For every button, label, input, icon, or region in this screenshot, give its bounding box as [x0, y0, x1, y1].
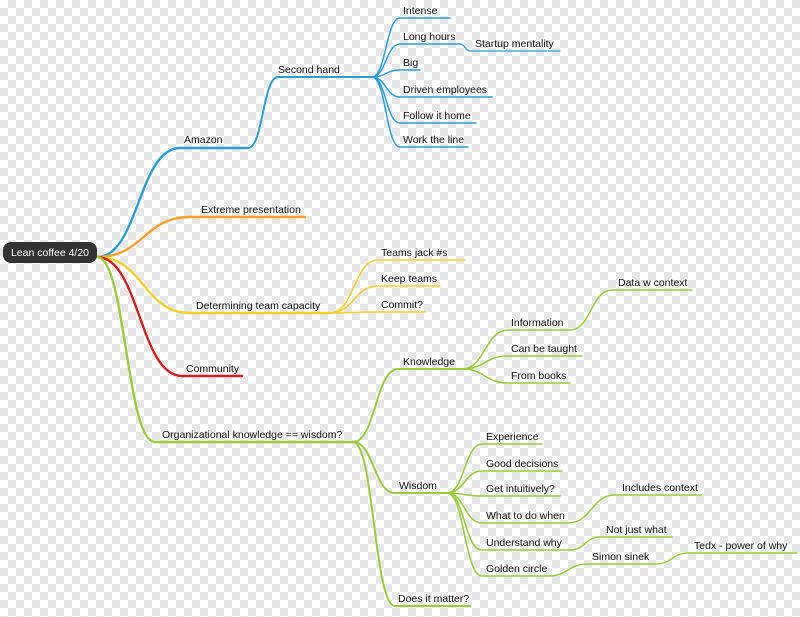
node-understand-why[interactable]: Understand why: [486, 537, 563, 549]
node-keep-teams[interactable]: Keep teams: [381, 273, 437, 285]
root-node[interactable]: Lean coffee 4/20: [3, 242, 97, 263]
edge-commit: [329, 311, 426, 314]
node-wisdom[interactable]: Wisdom: [399, 480, 437, 492]
node-experience[interactable]: Experience: [486, 431, 539, 443]
edge-teams-jack: [329, 259, 466, 314]
edge-work-the-line: [371, 76, 469, 148]
node-teams-jack[interactable]: Teams jack #s: [381, 247, 448, 259]
root-node-label: Lean coffee 4/20: [11, 247, 89, 259]
node-second-hand[interactable]: Second hand: [278, 64, 340, 76]
node-good-decisions[interactable]: Good decisions: [486, 458, 558, 470]
node-simon-sinek[interactable]: Simon sinek: [592, 551, 650, 563]
edge-can-be-taught: [461, 355, 583, 370]
edge-from-books: [461, 368, 571, 384]
edge-not-just-what: [569, 536, 673, 551]
node-community[interactable]: Community: [186, 363, 240, 375]
edge-determining-team-capacity: [95, 255, 332, 315]
mind-map-labels: Amazon Second hand Intense Long hours St…: [162, 5, 788, 605]
node-knowledge[interactable]: Knowledge: [403, 356, 455, 368]
node-what-to-do-when[interactable]: What to do when: [486, 510, 565, 522]
mind-map-connectors: [95, 17, 798, 607]
node-startup-mentality[interactable]: Startup mentality: [475, 38, 555, 50]
edge-long-hours: [371, 43, 461, 78]
edge-includes-context: [567, 494, 703, 524]
node-extreme-presentation[interactable]: Extreme presentation: [201, 204, 301, 216]
node-big[interactable]: Big: [403, 57, 418, 69]
edge-information: [461, 329, 571, 370]
node-includes-context[interactable]: Includes context: [622, 482, 698, 494]
edge-experience: [446, 443, 543, 494]
edge-data-w-context: [569, 289, 693, 331]
node-from-books[interactable]: From books: [511, 370, 566, 382]
edge-intense: [371, 17, 451, 78]
node-determining-team-capacity[interactable]: Determining team capacity: [196, 300, 321, 312]
node-follow-it-home[interactable]: Follow it home: [403, 110, 471, 122]
edge-keep-teams: [329, 285, 441, 314]
node-driven-employees[interactable]: Driven employees: [403, 84, 487, 96]
edge-golden-circle: [446, 492, 549, 577]
node-commit[interactable]: Commit?: [381, 299, 423, 311]
edge-good-decisions: [446, 470, 563, 494]
node-work-the-line[interactable]: Work the line: [403, 134, 464, 146]
node-information[interactable]: Information: [511, 317, 564, 329]
edge-community: [95, 255, 244, 378]
node-tedx[interactable]: Tedx - power of why: [694, 540, 788, 552]
node-get-intuitively[interactable]: Get intuitively?: [486, 483, 555, 495]
edge-does-it-matter: [352, 441, 471, 607]
edge-big: [371, 69, 421, 78]
edge-startup-mentality: [459, 43, 561, 52]
edge-second-hand: [247, 76, 373, 149]
edge-knowledge: [352, 368, 463, 443]
node-data-w-context[interactable]: Data w context: [618, 277, 688, 289]
node-org-knowledge[interactable]: Organizational knowledge == wisdom?: [162, 429, 343, 441]
edge-wisdom: [352, 441, 448, 494]
edge-amazon: [95, 146, 250, 259]
node-golden-circle[interactable]: Golden circle: [486, 563, 547, 575]
node-can-be-taught[interactable]: Can be taught: [511, 343, 577, 355]
node-not-just-what[interactable]: Not just what: [606, 524, 667, 536]
edge-org-knowledge: [95, 255, 355, 444]
node-does-it-matter[interactable]: Does it matter?: [398, 593, 469, 605]
node-amazon[interactable]: Amazon: [184, 134, 223, 146]
edge-simon-sinek: [547, 563, 657, 577]
node-long-hours[interactable]: Long hours: [403, 31, 456, 43]
root-node-background: [3, 242, 97, 263]
edge-tedx: [655, 552, 798, 565]
node-intense[interactable]: Intense: [403, 5, 438, 17]
edge-extreme-presentation: [95, 215, 307, 259]
